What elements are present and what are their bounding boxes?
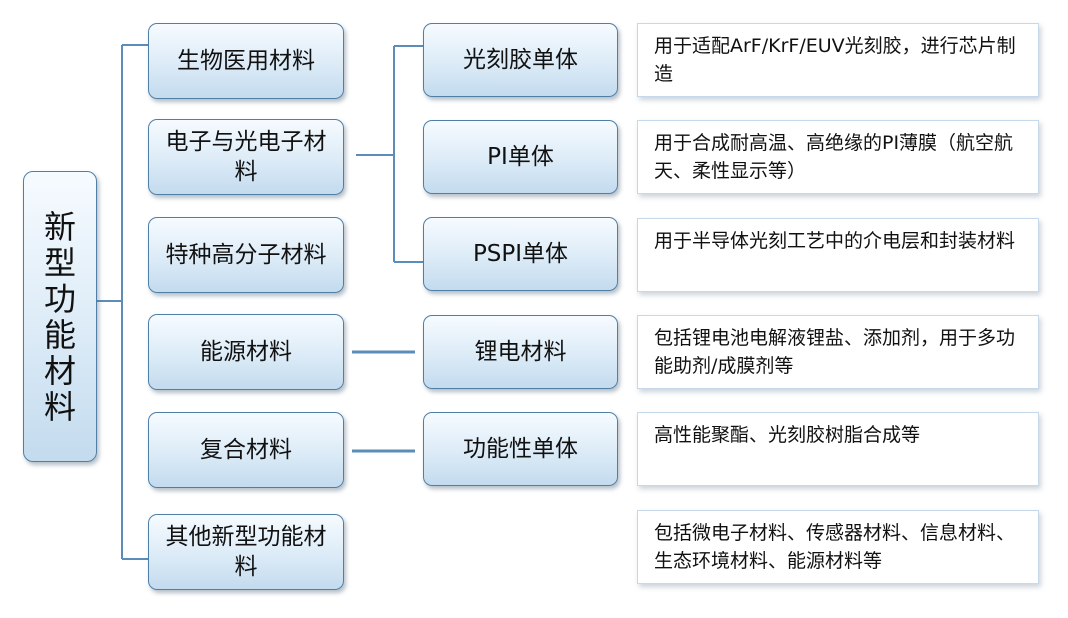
root-node: 新型功能材料 [23,171,97,462]
subcategory-pspi-monomer: PSPI单体 [423,217,618,291]
subcategory-pi-monomer: PI单体 [423,120,618,194]
description-text: 用于半导体光刻工艺中的介电层和封装材料 [654,230,1016,252]
category-energy: 能源材料 [148,314,344,390]
description-text: 高性能聚酯、光刻胶树脂合成等 [654,424,921,446]
category-label: 复合材料 [200,437,292,463]
category-other: 其他新型功能材料 [148,514,344,590]
description-box: 用于适配ArF/KrF/EUV光刻胶，进行芯片制造 [637,23,1039,97]
category-label: 其他新型功能材料 [165,524,327,580]
subcategory-label: 光刻胶单体 [463,47,578,73]
description-box: 用于合成耐高温、高绝缘的PI薄膜（航空航天、柔性显示等） [637,120,1039,194]
category-label: 能源材料 [200,339,292,365]
subcategory-functional-monomer: 功能性单体 [423,412,618,486]
category-special-polymer: 特种高分子材料 [148,217,344,293]
category-label: 生物医用材料 [177,48,315,74]
category-label: 电子与光电子材料 [165,129,327,185]
description-box: 包括锂电池电解液锂盐、添加剂，用于多功能助剂/成膜剂等 [637,315,1039,389]
description-box: 用于半导体光刻工艺中的介电层和封装材料 [637,218,1039,292]
description-text: 用于合成耐高温、高绝缘的PI薄膜（航空航天、柔性显示等） [654,132,1014,182]
root-label: 新型功能材料 [43,207,76,426]
description-text: 包括微电子材料、传感器材料、信息材料、生态环境材料、能源材料等 [654,522,1016,572]
description-box: 高性能聚酯、光刻胶树脂合成等 [637,412,1039,486]
subcategory-photoresist-monomer: 光刻胶单体 [423,23,618,97]
category-composite: 复合材料 [148,412,344,488]
subcategory-label: PSPI单体 [472,241,569,267]
subcategory-label: PI单体 [487,144,554,170]
description-text: 用于适配ArF/KrF/EUV光刻胶，进行芯片制造 [654,35,1016,85]
category-biomedical: 生物医用材料 [148,23,344,99]
subcategory-label: 功能性单体 [463,436,578,462]
category-label: 特种高分子材料 [165,242,327,268]
subcategory-label: 锂电材料 [474,339,567,365]
description-text: 包括锂电池电解液锂盐、添加剂，用于多功能助剂/成膜剂等 [654,327,1016,377]
subcategory-lithium-battery: 锂电材料 [423,315,618,389]
description-box: 包括微电子材料、传感器材料、信息材料、生态环境材料、能源材料等 [637,510,1039,584]
category-electronics: 电子与光电子材料 [148,119,344,195]
